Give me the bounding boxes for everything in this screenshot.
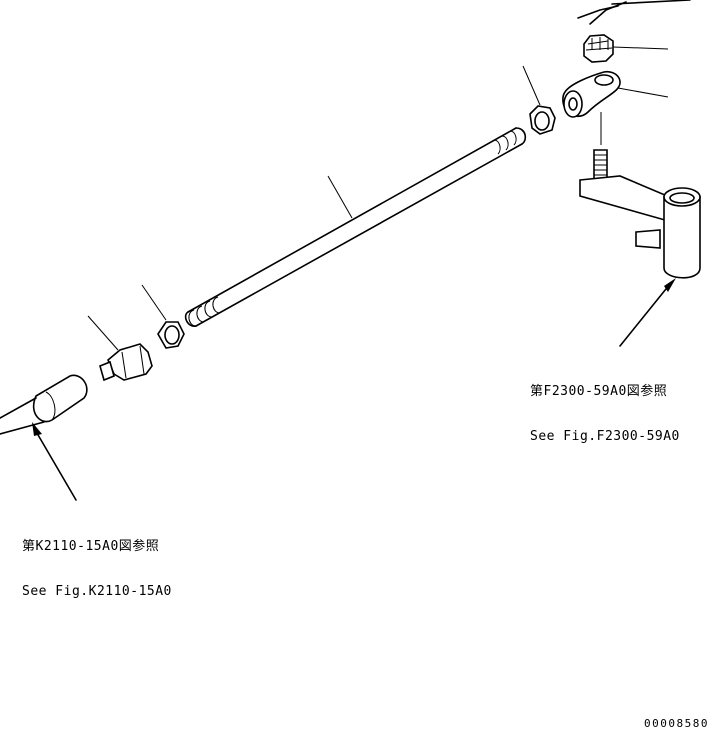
left-reference-en: See Fig.K2110-15A0 xyxy=(22,584,172,599)
left-reference-jp: 第K2110-15A0図参照 xyxy=(22,539,160,554)
jam-nut-right xyxy=(522,65,556,135)
cable-end-sleeve xyxy=(0,374,88,501)
rod-end-ball-joint xyxy=(562,70,669,145)
right-reference-jp: 第F2300-59A0図参照 xyxy=(530,384,668,399)
lever-bracket-assembly xyxy=(579,149,701,347)
drawing-number: 00008580 xyxy=(644,717,709,730)
upper-bracket-edge xyxy=(577,0,691,25)
left-reference-callout: 第K2110-15A0図参照 See Fig.K2110-15A0 xyxy=(22,509,172,614)
castle-nut xyxy=(583,34,669,63)
adapter-fitting xyxy=(87,315,153,382)
jam-nut-left xyxy=(141,284,185,349)
right-reference-callout: 第F2300-59A0図参照 See Fig.F2300-59A0 xyxy=(530,354,680,459)
threaded-rod xyxy=(184,127,527,327)
right-reference-en: See Fig.F2300-59A0 xyxy=(530,429,680,444)
